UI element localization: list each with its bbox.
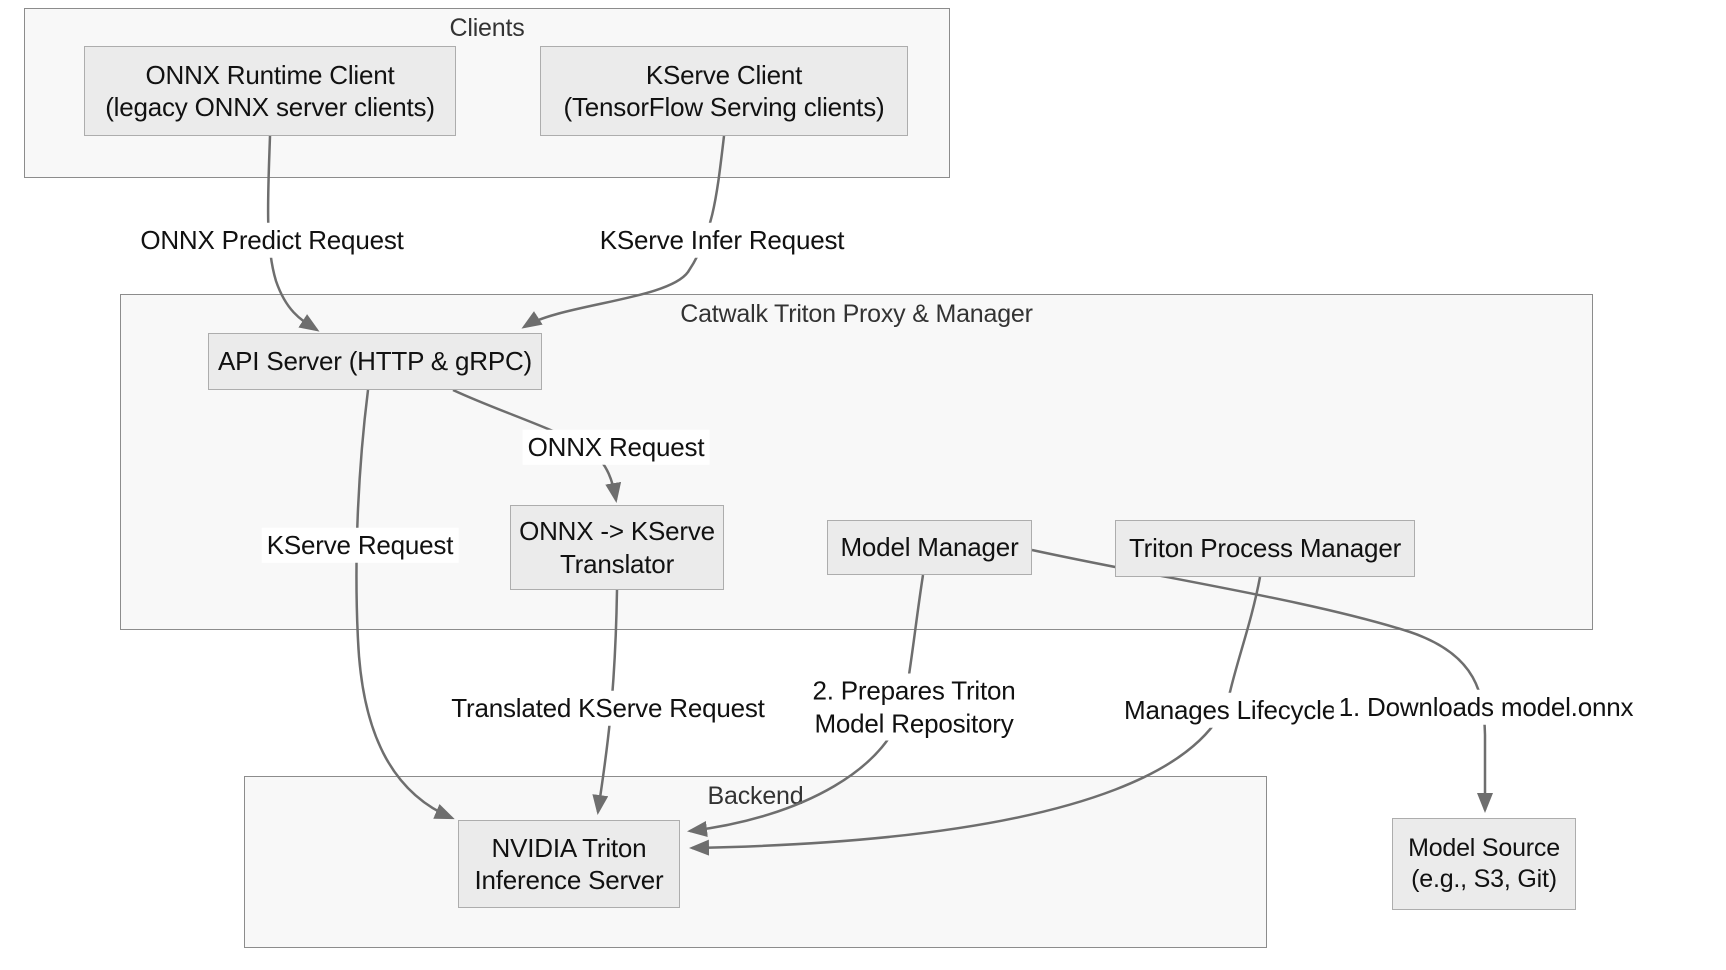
node-triton-process-manager-line1: Triton Process Manager (1128, 533, 1402, 564)
node-api-server-line1: API Server (HTTP & gRPC) (217, 346, 532, 377)
node-nvidia-triton-inference-server: NVIDIA Triton Inference Server (458, 820, 680, 908)
node-onnx-runtime-client: ONNX Runtime Client (legacy ONNX server … (84, 46, 456, 136)
node-onnx-kserve-translator-line1: ONNX -> KServe (519, 516, 715, 546)
edge-onnx-predict-request (266, 135, 320, 332)
edge-label-kserve-infer-request: KServe Infer Request (594, 222, 850, 258)
node-model-manager-line1: Model Manager (840, 532, 1019, 563)
edge-label-prepares-triton-model-repository: 2. Prepares Triton Model Repository (807, 673, 1021, 741)
container-backend: Backend (244, 776, 1267, 948)
node-kserve-client-line1: KServe Client (645, 59, 803, 90)
node-nvidia-triton-line1: NVIDIA Triton (491, 832, 647, 863)
node-triton-process-manager: Triton Process Manager (1115, 520, 1415, 577)
node-model-manager: Model Manager (827, 520, 1032, 575)
edge-kserve-infer-request (521, 135, 726, 329)
node-model-source-line2: (e.g., S3, Git) (1411, 865, 1557, 893)
node-kserve-client-line2: (TensorFlow Serving clients) (563, 92, 885, 122)
edge-label-downloads-model-onnx: 1. Downloads model.onnx (1333, 689, 1639, 725)
container-clients-label: Clients (449, 14, 525, 42)
node-nvidia-triton-line2: Inference Server (474, 865, 664, 895)
node-onnx-runtime-client-line1: ONNX Runtime Client (145, 59, 395, 90)
edge-label-prepares-line2: Model Repository (814, 708, 1014, 738)
node-onnx-kserve-translator-line2: Translator (559, 548, 675, 579)
edge-label-manages-lifecycle: Manages Lifecycle (1119, 692, 1341, 728)
edge-kserve-request (355, 389, 455, 820)
node-kserve-client: KServe Client (TensorFlow Serving client… (540, 46, 908, 136)
edge-label-kserve-request: KServe Request (261, 527, 459, 563)
node-api-server: API Server (HTTP & gRPC) (208, 333, 542, 390)
node-onnx-runtime-client-line2: (legacy ONNX server clients) (105, 92, 435, 122)
container-proxy-manager-label: Catwalk Triton Proxy & Manager (680, 300, 1033, 328)
edge-label-onnx-request: ONNX Request (522, 429, 710, 465)
edge-manages-lifecycle (689, 576, 1262, 856)
node-onnx-kserve-translator: ONNX -> KServe Translator (510, 505, 724, 590)
node-model-source-line1: Model Source (1408, 833, 1560, 862)
edge-label-onnx-predict-request: ONNX Predict Request (135, 222, 409, 258)
node-model-source: Model Source (e.g., S3, Git) (1392, 818, 1576, 910)
edge-label-prepares-line1: 2. Prepares Triton (812, 675, 1016, 706)
edge-label-translated-kserve-request: Translated KServe Request (446, 690, 770, 726)
container-backend-label: Backend (707, 782, 804, 810)
